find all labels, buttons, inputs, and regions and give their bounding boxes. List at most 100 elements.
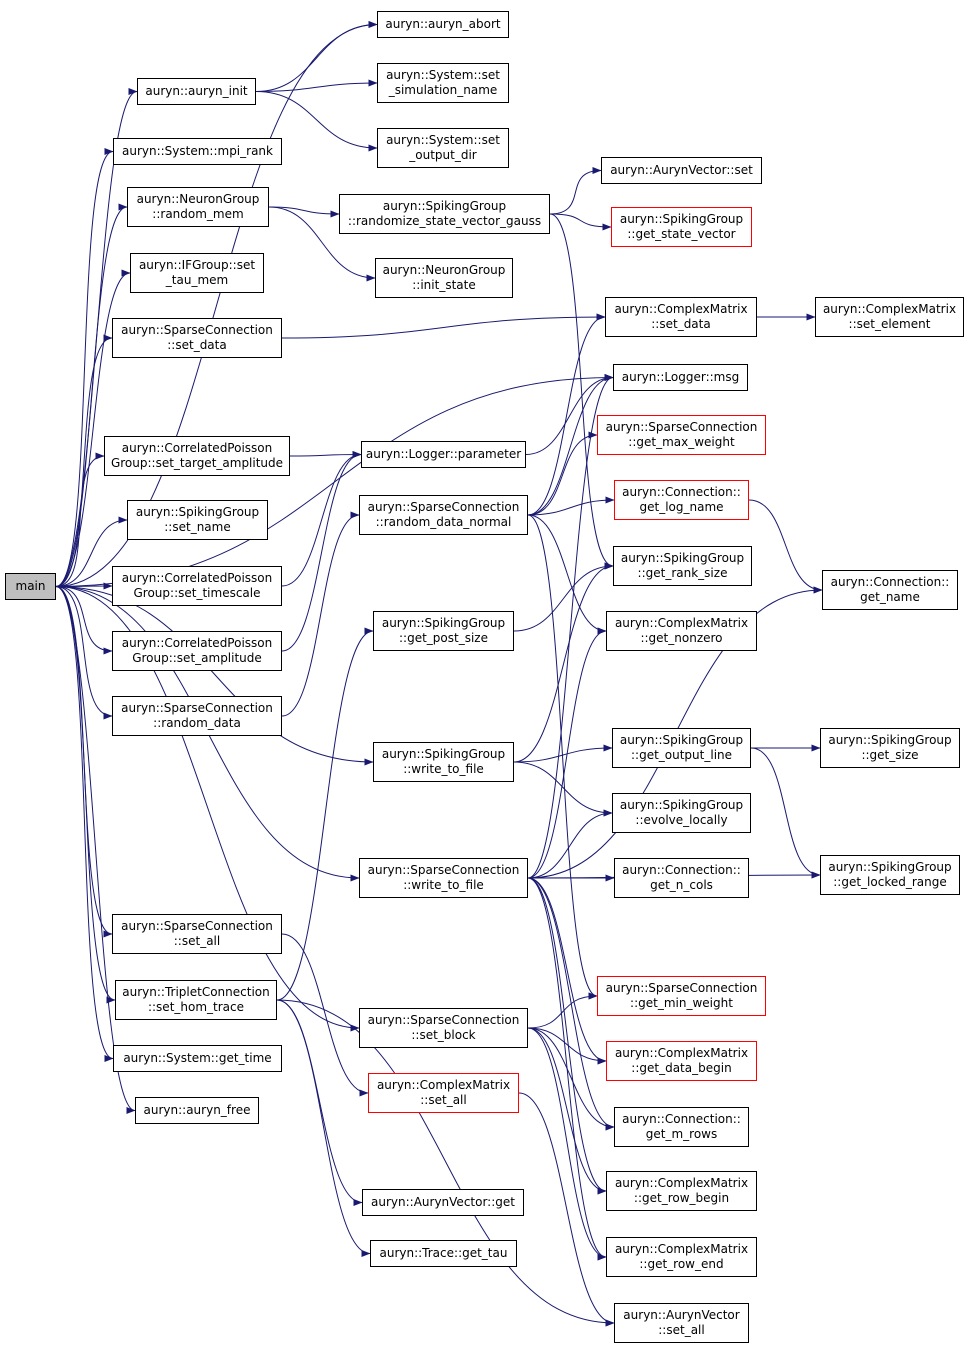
edge-sg-write-to-file-to-sg-get-output-line bbox=[513, 744, 613, 763]
node-label-line: auryn::auryn_free bbox=[143, 1103, 251, 1117]
node-label-line: ::get_row_begin bbox=[633, 1191, 730, 1205]
node-sg-get-post-size[interactable]: auryn::SpikingGroup::get_post_size bbox=[373, 611, 514, 651]
node-sc-get-min-weight[interactable]: auryn::SparseConnection::get_min_weight bbox=[597, 976, 766, 1016]
node-cm-get-data-begin[interactable]: auryn::ComplexMatrix::get_data_begin bbox=[606, 1041, 757, 1081]
node-main[interactable]: main bbox=[5, 573, 56, 600]
edge-sc-write-to-file-to-conn-get-m-rows bbox=[527, 877, 615, 1131]
edge-sc-write-to-file-to-logger-msg bbox=[527, 374, 614, 879]
node-sc-random-data[interactable]: auryn::SparseConnection::random_data bbox=[112, 696, 282, 736]
edge-main-to-sc-set-block bbox=[55, 586, 360, 1032]
edge-auryn-init-to-auryn-abort bbox=[255, 21, 378, 92]
node-label-line: ::set_hom_trace bbox=[147, 1000, 245, 1014]
node-label-line: Group::set_target_amplitude bbox=[110, 456, 284, 470]
node-conn-get-name[interactable]: auryn::Connection::get_name bbox=[822, 570, 958, 610]
node-cm-get-row-begin[interactable]: auryn::ComplexMatrix::get_row_begin bbox=[606, 1171, 757, 1211]
node-label-line: auryn::ComplexMatrix bbox=[614, 1176, 749, 1190]
edge-sc-set-block-to-cm-get-row-end bbox=[527, 1027, 607, 1261]
node-label-line: auryn::TripletConnection bbox=[122, 985, 270, 999]
node-sg-get-locked-range[interactable]: auryn::SpikingGroup::get_locked_range bbox=[820, 855, 960, 895]
node-label-line: get_log_name bbox=[639, 500, 724, 514]
node-label-line: ::set_all bbox=[173, 934, 221, 948]
node-label-line: ::random_mem bbox=[152, 207, 244, 221]
node-av-set-all[interactable]: auryn::AurynVector::set_all bbox=[614, 1303, 749, 1343]
node-sc-random-data-normal[interactable]: auryn::SparseConnection::random_data_nor… bbox=[359, 495, 528, 535]
node-sys-mpi-rank[interactable]: auryn::System::mpi_rank bbox=[113, 138, 282, 165]
node-sc-get-max-weight[interactable]: auryn::SparseConnection::get_max_weight bbox=[597, 415, 766, 455]
node-cm-get-nonzero[interactable]: auryn::ComplexMatrix::get_nonzero bbox=[606, 611, 757, 651]
node-auryn-abort[interactable]: auryn::auryn_abort bbox=[377, 11, 509, 38]
node-av-get[interactable]: auryn::AurynVector::get bbox=[362, 1189, 524, 1216]
node-label-line: ::get_nonzero bbox=[640, 631, 723, 645]
edge-auryn-init-to-sys-set-sim-name bbox=[255, 79, 378, 92]
node-if-set-tau-mem[interactable]: auryn::IFGroup::set_tau_mem bbox=[130, 253, 264, 293]
edge-logger-parameter-to-logger-msg bbox=[525, 374, 614, 455]
node-cm-set-all[interactable]: auryn::ComplexMatrix::set_all bbox=[368, 1073, 519, 1113]
node-label-line: ::randomize_state_vector_gauss bbox=[347, 214, 542, 228]
node-label-line: auryn::ComplexMatrix bbox=[614, 1242, 749, 1256]
node-sc-set-data[interactable]: auryn::SparseConnection::set_data bbox=[112, 318, 282, 358]
node-label-line: auryn::Trace::get_tau bbox=[379, 1246, 508, 1260]
node-label-line: auryn::Logger::parameter bbox=[365, 447, 522, 461]
node-label-line: get_name bbox=[860, 590, 920, 604]
edge-sc-set-block-to-cm-get-data-begin bbox=[527, 1027, 607, 1065]
node-sg-evolve-locally[interactable]: auryn::SpikingGroup::evolve_locally bbox=[612, 793, 751, 833]
node-sc-set-block[interactable]: auryn::SparseConnection::set_block bbox=[359, 1008, 528, 1048]
node-auryn-free[interactable]: auryn::auryn_free bbox=[135, 1097, 259, 1124]
edge-main-to-cpg-set-amplitude bbox=[55, 586, 113, 655]
node-sg-get-output-line[interactable]: auryn::SpikingGroup::get_output_line bbox=[612, 728, 751, 768]
node-label-line: auryn::NeuronGroup bbox=[136, 192, 260, 206]
node-sg-get-rank-size[interactable]: auryn::SpikingGroup::get_rank_size bbox=[613, 546, 752, 586]
node-ng-random-mem[interactable]: auryn::NeuronGroup::random_mem bbox=[127, 187, 269, 227]
node-logger-parameter[interactable]: auryn::Logger::parameter bbox=[361, 441, 526, 468]
edge-ng-random-mem-to-sg-randomize-state bbox=[268, 206, 340, 218]
node-ng-init-state[interactable]: auryn::NeuronGroup::init_state bbox=[375, 258, 513, 298]
node-sg-get-state-vector[interactable]: auryn::SpikingGroup::get_state_vector bbox=[611, 207, 752, 247]
node-av-set[interactable]: auryn::AurynVector::set bbox=[601, 157, 762, 184]
node-label-line: auryn::SpikingGroup bbox=[619, 798, 744, 812]
node-conn-get-log-name[interactable]: auryn::Connection::get_log_name bbox=[614, 480, 749, 520]
node-trace-get-tau[interactable]: auryn::Trace::get_tau bbox=[370, 1240, 517, 1267]
node-label-line: auryn::SparseConnection bbox=[121, 701, 273, 715]
edge-sc-write-to-file-to-cm-get-row-begin bbox=[527, 877, 607, 1195]
edge-conn-get-log-name-to-conn-get-name bbox=[748, 499, 823, 594]
node-conn-get-m-rows[interactable]: auryn::Connection::get_m_rows bbox=[614, 1107, 749, 1147]
node-cm-set-data[interactable]: auryn::ComplexMatrix::set_data bbox=[605, 297, 757, 337]
node-conn-get-n-cols[interactable]: auryn::Connection::get_n_cols bbox=[614, 858, 749, 898]
node-label-line: ::init_state bbox=[412, 278, 476, 292]
node-label-line: auryn::Logger::msg bbox=[621, 370, 740, 384]
node-tc-set-hom-trace[interactable]: auryn::TripletConnection::set_hom_trace bbox=[115, 980, 277, 1020]
edge-sc-random-data-normal-to-cm-set-data bbox=[527, 313, 606, 516]
node-label-line: auryn::SparseConnection bbox=[367, 863, 520, 877]
node-logger-msg[interactable]: auryn::Logger::msg bbox=[613, 364, 748, 391]
node-sg-write-to-file[interactable]: auryn::SpikingGroup::write_to_file bbox=[373, 742, 514, 782]
node-label-line: auryn::System::mpi_rank bbox=[121, 144, 273, 158]
node-sc-write-to-file[interactable]: auryn::SparseConnection::write_to_file bbox=[359, 858, 528, 898]
node-auryn-init[interactable]: auryn::auryn_init bbox=[137, 78, 256, 105]
node-label-line: auryn::CorrelatedPoisson bbox=[121, 571, 273, 585]
node-label-line: ::get_state_vector bbox=[627, 227, 736, 241]
node-label-line: ::get_data_begin bbox=[631, 1061, 732, 1075]
node-sys-set-output-dir[interactable]: auryn::System::set_output_dir bbox=[377, 128, 509, 168]
node-sys-get-time[interactable]: auryn::System::get_time bbox=[113, 1045, 282, 1072]
node-label-line: Group::set_timescale bbox=[133, 586, 261, 600]
node-label-line: ::set_data bbox=[167, 338, 227, 352]
node-label-line: ::set_all bbox=[420, 1093, 467, 1107]
node-cm-set-element[interactable]: auryn::ComplexMatrix::set_element bbox=[815, 297, 964, 337]
node-sc-set-all[interactable]: auryn::SparseConnection::set_all bbox=[112, 914, 282, 954]
node-label-line: auryn::ComplexMatrix bbox=[614, 1046, 749, 1060]
node-cm-get-row-end[interactable]: auryn::ComplexMatrix::get_row_end bbox=[606, 1237, 757, 1277]
node-label-line: ::get_output_line bbox=[630, 748, 733, 762]
node-label-line: auryn::SpikingGroup bbox=[619, 212, 744, 226]
node-label-line: ::get_rank_size bbox=[637, 566, 728, 580]
node-sys-set-sim-name[interactable]: auryn::System::set_simulation_name bbox=[377, 63, 509, 103]
node-label-line: _output_dir bbox=[409, 148, 477, 162]
edge-sg-write-to-file-to-sg-get-rank-size bbox=[513, 562, 614, 763]
node-sg-randomize-state[interactable]: auryn::SpikingGroup::randomize_state_vec… bbox=[339, 194, 550, 234]
edge-main-to-tc-set-hom-trace bbox=[55, 586, 116, 1004]
node-sg-get-size[interactable]: auryn::SpikingGroup::get_size bbox=[820, 728, 960, 768]
node-sg-set-name[interactable]: auryn::SpikingGroup::set_name bbox=[127, 500, 268, 540]
